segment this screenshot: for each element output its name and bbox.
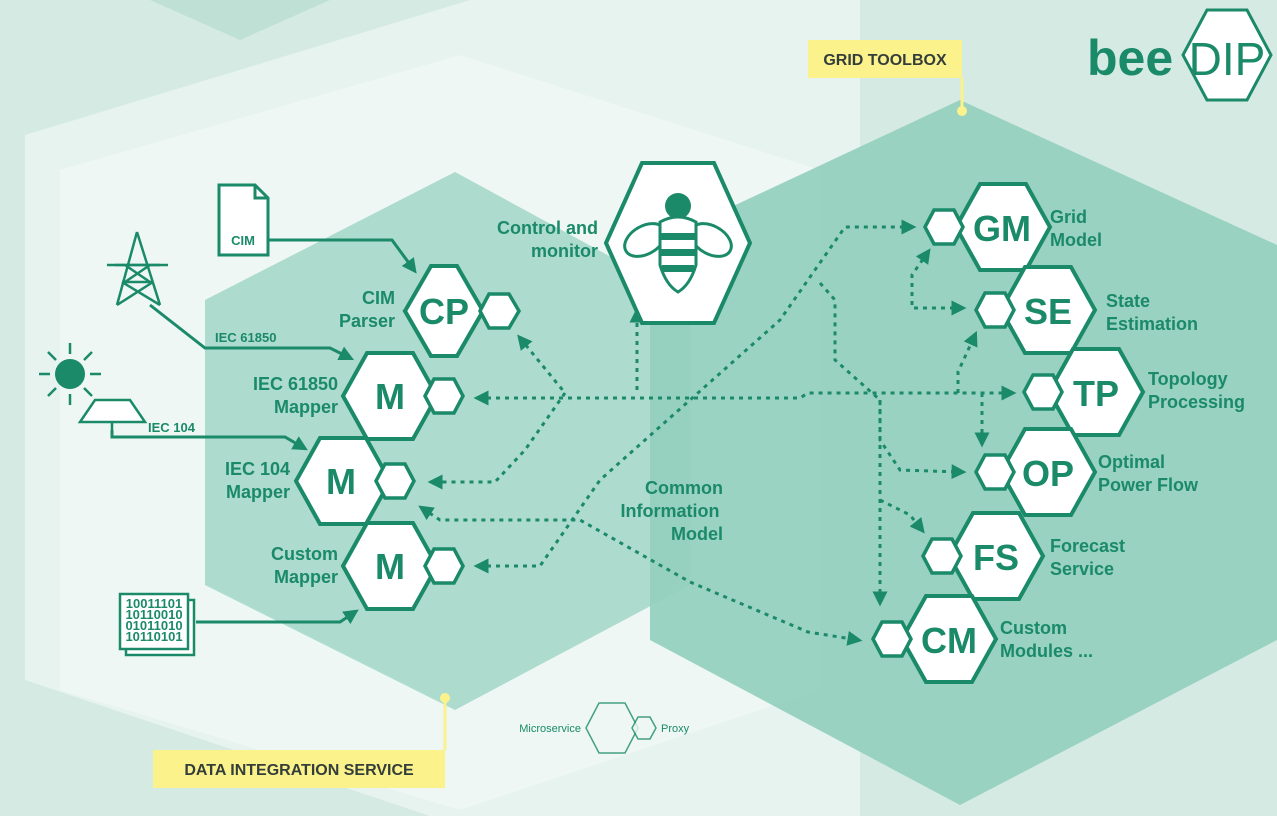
tp-label-2: Processing	[1148, 392, 1245, 412]
gm-microservice[interactable]: GM Grid Model	[923, 182, 1102, 272]
m3-abbr: M	[375, 546, 405, 587]
se-label-1: State	[1106, 291, 1150, 311]
cim-label-1: Common	[645, 478, 723, 498]
tp-abbr: TP	[1073, 373, 1119, 414]
legend-proxy-hex	[631, 716, 657, 740]
cm-abbr: CM	[921, 620, 977, 661]
tp-se-dash	[956, 330, 978, 393]
solar-panel-icon	[39, 343, 148, 430]
binary-data-icon: 10011101 10110010 01011010 10110101	[118, 592, 196, 657]
iec104-line-label: IEC 104	[148, 420, 196, 435]
cim-label-2: Information	[621, 501, 720, 521]
se-microservice[interactable]: SE State Estimation	[974, 265, 1198, 355]
m1-abbr: M	[375, 376, 405, 417]
fs-label-1: Forecast	[1050, 536, 1125, 556]
iec104-mapper-microservice[interactable]: M IEC 104 Mapper	[225, 436, 416, 526]
legend: Microservice Proxy	[519, 702, 690, 754]
logo-dip: DIP	[1189, 33, 1266, 85]
op-label-2: Power Flow	[1098, 475, 1199, 495]
legend-microservice-label: Microservice	[519, 723, 581, 735]
control-label-1: Control and	[497, 218, 598, 238]
bus-to-fs-dash	[879, 498, 925, 534]
se-abbr: SE	[1024, 291, 1072, 332]
beedip-logo: bee DIP	[1087, 8, 1273, 102]
connections	[110, 219, 1017, 646]
m2-label-2: Mapper	[226, 482, 290, 502]
iec61850-line-label: IEC 61850	[215, 330, 276, 345]
cm-microservice[interactable]: CM Custom Modules ...	[871, 594, 1093, 684]
iec61850-mapper-microservice[interactable]: M IEC 61850 Mapper	[253, 351, 465, 441]
data-integration-tag-label: DATA INTEGRATION SERVICE	[184, 762, 414, 779]
cim-file-label: CIM	[231, 233, 255, 248]
cm-label-1: Custom	[1000, 618, 1067, 638]
m2-label-1: IEC 104	[225, 459, 290, 479]
cp-microservice[interactable]: CP CIM Parser	[339, 264, 522, 358]
custom-mapper-microservice[interactable]: M Custom Mapper	[271, 521, 465, 611]
logo-bee: bee	[1087, 30, 1173, 86]
bg-corner-hex	[150, 0, 330, 40]
control-monitor-node[interactable]: Control and monitor	[497, 161, 753, 325]
cim-model-label: Common Information Model	[621, 478, 724, 544]
cim-label-3: Model	[671, 524, 723, 544]
fs-microservice[interactable]: FS Forecast Service	[921, 511, 1125, 601]
m2-abbr: M	[326, 461, 356, 502]
bee-icon	[623, 193, 733, 294]
cp-abbr: CP	[419, 291, 469, 332]
m1-label-1: IEC 61850	[253, 374, 338, 394]
cm-label-2: Modules ...	[1000, 641, 1093, 661]
cim-file-icon: CIM	[217, 183, 270, 257]
binary-line-4: 10110101	[125, 629, 182, 644]
binary-line-1: 10011101	[126, 596, 182, 611]
op-label-1: Optimal	[1098, 452, 1165, 472]
se-label-2: Estimation	[1106, 314, 1198, 334]
legend-proxy-label: Proxy	[661, 723, 690, 735]
control-label-2: monitor	[531, 241, 598, 261]
gm-to-op-dash	[818, 282, 967, 480]
binary-line-3: 01011010	[125, 618, 182, 633]
grid-toolbox-tag-label: GRID TOOLBOX	[823, 52, 947, 69]
op-microservice[interactable]: OP Optimal Power Flow	[974, 427, 1199, 517]
op-abbr: OP	[1022, 453, 1074, 494]
binary-line-2: 10110010	[125, 607, 182, 622]
power-tower-icon	[107, 231, 168, 307]
m3-label-1: Custom	[271, 544, 338, 564]
cim-to-cp-line	[268, 238, 417, 274]
cp-label-2: Parser	[339, 311, 395, 331]
cim-to-cm-dash	[418, 505, 863, 646]
gm-abbr: GM	[973, 208, 1031, 249]
custom-mapper-to-gm-dash	[473, 219, 917, 574]
tp-label-1: Topology	[1148, 369, 1228, 389]
gm-label-2: Model	[1050, 230, 1102, 250]
fs-label-2: Service	[1050, 559, 1114, 579]
cp-label-1: CIM	[362, 288, 395, 308]
m1-label-2: Mapper	[274, 397, 338, 417]
iec61850-line	[149, 303, 355, 361]
binary-line	[196, 609, 359, 625]
grid-toolbox-tag: GRID TOOLBOX	[808, 40, 967, 116]
fs-abbr: FS	[973, 537, 1019, 578]
gm-label-1: Grid	[1050, 207, 1087, 227]
data-integration-tag: DATA INTEGRATION SERVICE	[153, 693, 450, 788]
iec104-line	[110, 430, 308, 451]
m3-label-2: Mapper	[274, 567, 338, 587]
